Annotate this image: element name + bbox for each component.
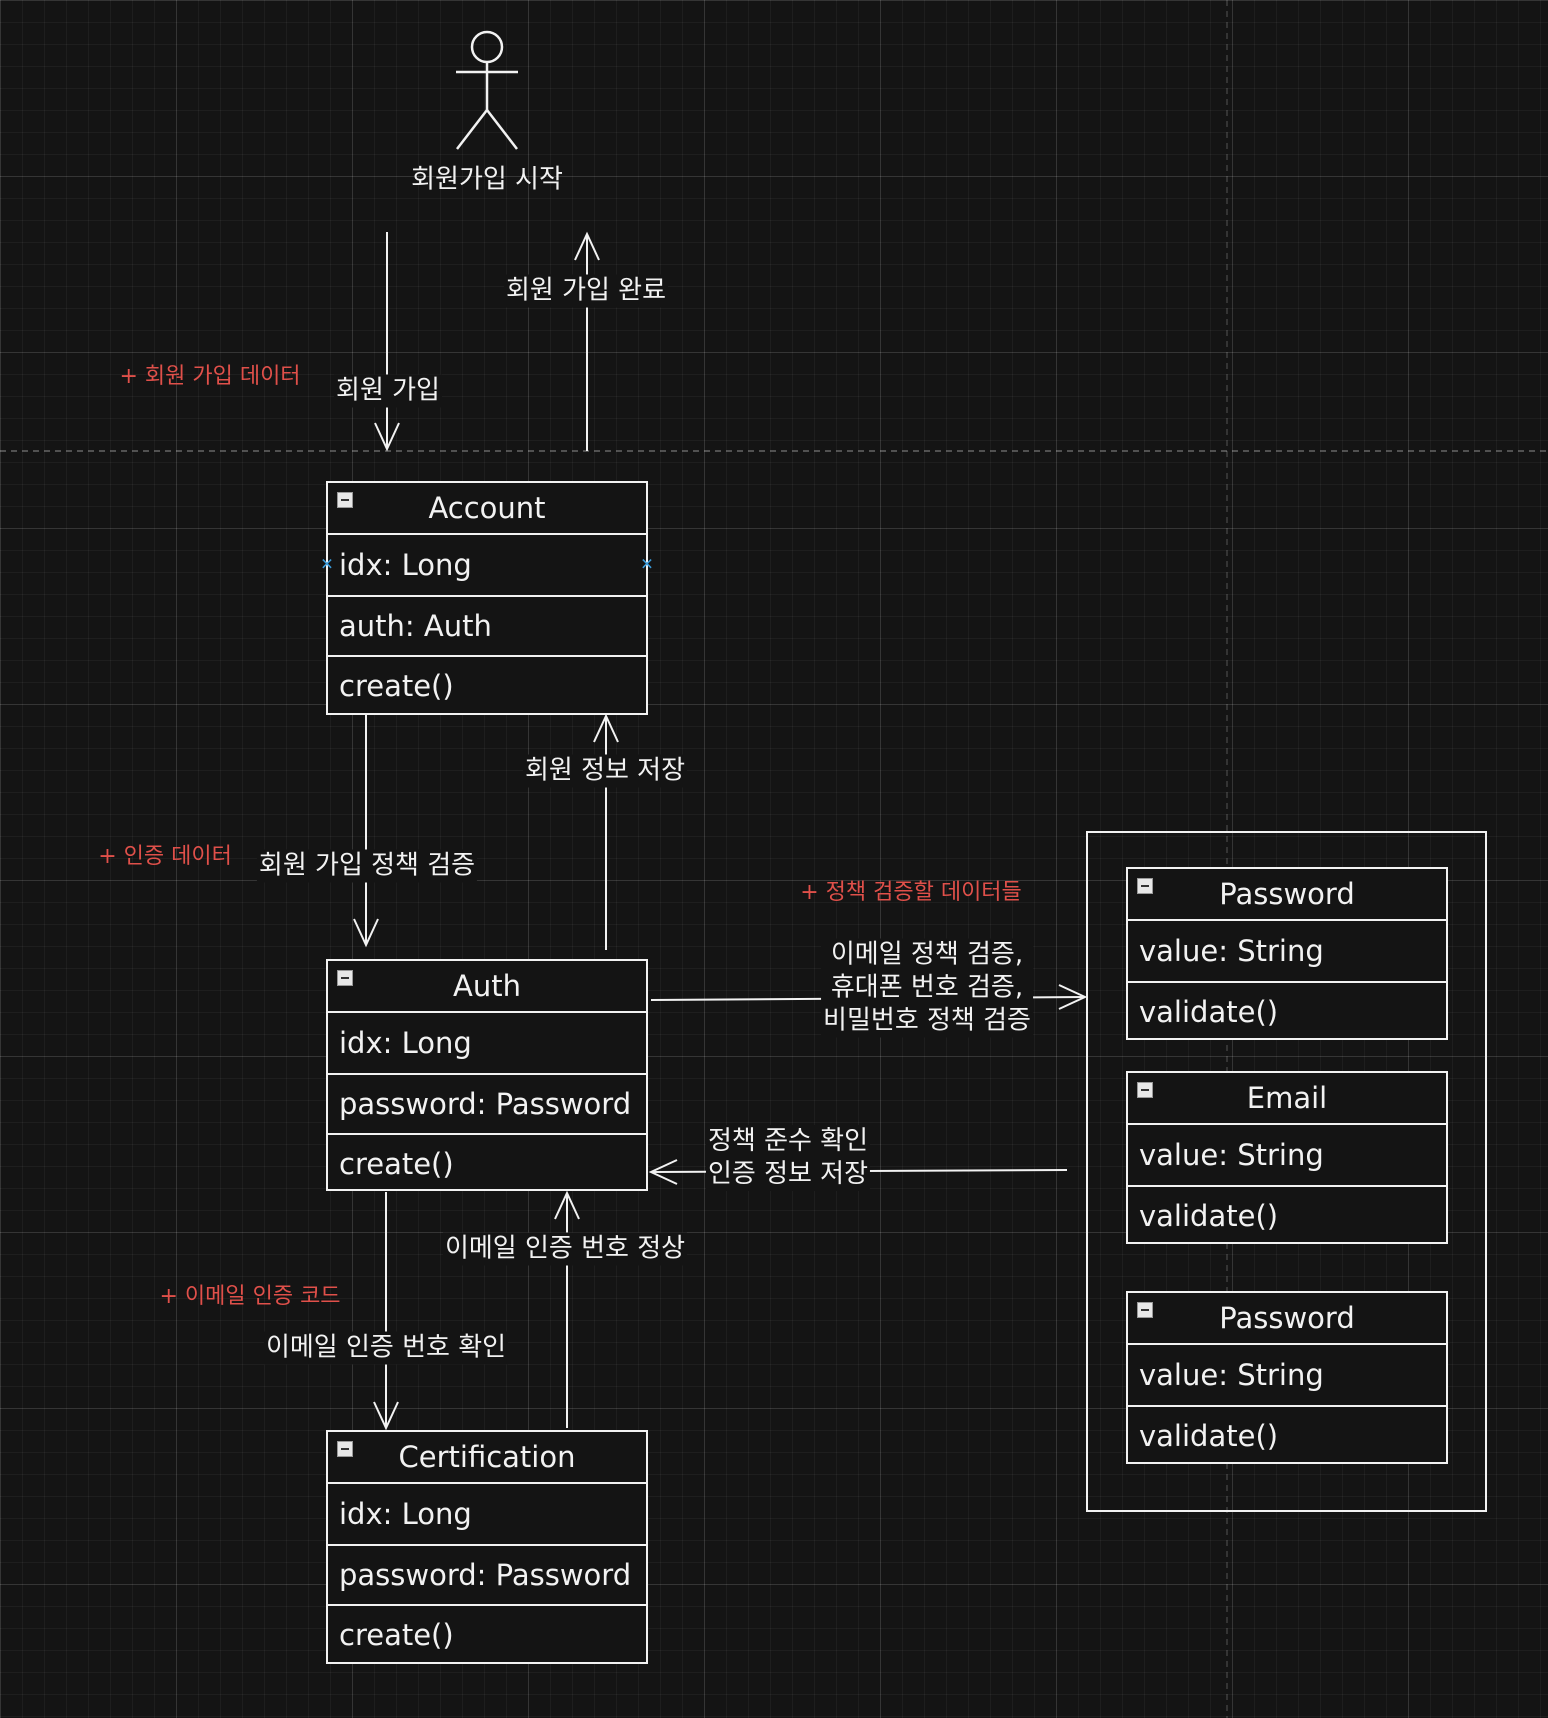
collapse-icon[interactable] bbox=[1137, 1302, 1153, 1318]
edge-label-policy-result: 정책 준수 확인 인증 정보 저장 bbox=[705, 1125, 871, 1191]
class-method: validate() bbox=[1128, 1185, 1446, 1245]
class-password[interactable]: Password value: String validate() bbox=[1126, 867, 1448, 1040]
class-method: validate() bbox=[1128, 1405, 1446, 1465]
class-name: Certification bbox=[398, 1440, 576, 1474]
arrowhead bbox=[374, 422, 400, 452]
class-attribute: password: Password bbox=[328, 1073, 646, 1133]
class-name: Password bbox=[1219, 877, 1355, 911]
collapse-icon[interactable] bbox=[337, 492, 353, 508]
class-attribute: idx: Long bbox=[339, 548, 472, 582]
class-header: Password bbox=[1128, 1293, 1446, 1345]
class-password[interactable]: Password value: String validate() bbox=[1126, 1291, 1448, 1464]
class-attribute: auth: Auth bbox=[328, 595, 646, 655]
connection-handle-icon[interactable]: ✕ bbox=[640, 554, 654, 574]
class-name: Password bbox=[1219, 1301, 1355, 1335]
edge-label-policy-check: 회원 가입 정책 검증 bbox=[256, 849, 478, 883]
class-header: Certification bbox=[328, 1432, 646, 1484]
class-name: Account bbox=[428, 491, 546, 525]
edge-label-save-member: 회원 정보 저장 bbox=[522, 754, 688, 788]
class-attribute: idx: Long bbox=[339, 1497, 472, 1531]
arrowhead bbox=[373, 1401, 399, 1431]
note-auth-data: + 인증 데이터 bbox=[98, 844, 232, 869]
class-method: create() bbox=[328, 655, 646, 715]
class-method: validate() bbox=[1128, 981, 1446, 1041]
class-email[interactable]: Email value: String validate() bbox=[1126, 1071, 1448, 1244]
edge-label-signup: 회원 가입 bbox=[334, 374, 442, 408]
edge-label-validate-fields: 이메일 정책 검증, 휴대폰 번호 검증, 비밀번호 정책 검증 bbox=[821, 938, 1033, 1038]
arrowhead bbox=[648, 1159, 678, 1185]
class-attribute: value: String bbox=[1139, 1138, 1324, 1172]
edge-label-email-verify: 이메일 인증 번호 확인 bbox=[263, 1331, 509, 1365]
class-method: create() bbox=[328, 1604, 646, 1664]
value-objects-group[interactable] bbox=[1086, 831, 1487, 1512]
class-header: Password bbox=[1128, 869, 1446, 921]
arrowhead bbox=[353, 918, 379, 948]
edge-label-email-ok: 이메일 인증 번호 정상 bbox=[442, 1232, 688, 1266]
arrowhead bbox=[554, 1190, 580, 1220]
edge-label-signup-complete: 회원 가입 완료 bbox=[503, 274, 669, 308]
class-account[interactable]: Account idx: Long auth: Auth create() bbox=[326, 481, 648, 715]
note-validate-data: + 정책 검증할 데이터들 bbox=[800, 880, 1022, 905]
class-header: Email bbox=[1128, 1073, 1446, 1125]
note-email-code: + 이메일 인증 코드 bbox=[159, 1284, 341, 1309]
actor-label: 회원가입 시작 bbox=[411, 164, 563, 195]
collapse-icon[interactable] bbox=[1137, 878, 1153, 894]
arrowhead bbox=[593, 713, 619, 743]
class-attribute: password: Password bbox=[328, 1544, 646, 1604]
class-certification[interactable]: Certification idx: Long password: Passwo… bbox=[326, 1430, 648, 1664]
arrowhead bbox=[1058, 984, 1088, 1010]
class-name: Auth bbox=[453, 969, 521, 1003]
collapse-icon[interactable] bbox=[337, 1441, 353, 1457]
actor-icon bbox=[456, 30, 518, 150]
class-header: Auth bbox=[328, 961, 646, 1013]
note-signup-data: + 회원 가입 데이터 bbox=[119, 364, 301, 389]
class-header: Account bbox=[328, 483, 646, 535]
class-auth[interactable]: Auth idx: Long password: Password create… bbox=[326, 959, 648, 1191]
class-attribute: idx: Long bbox=[339, 1026, 472, 1060]
collapse-icon[interactable] bbox=[1137, 1082, 1153, 1098]
arrowhead bbox=[574, 231, 600, 261]
class-attribute: value: String bbox=[1139, 934, 1324, 968]
connection-handle-icon[interactable]: ✕ bbox=[320, 554, 334, 574]
class-name: Email bbox=[1246, 1081, 1328, 1115]
class-attribute: value: String bbox=[1139, 1358, 1324, 1392]
collapse-icon[interactable] bbox=[337, 970, 353, 986]
class-method: create() bbox=[328, 1133, 646, 1193]
